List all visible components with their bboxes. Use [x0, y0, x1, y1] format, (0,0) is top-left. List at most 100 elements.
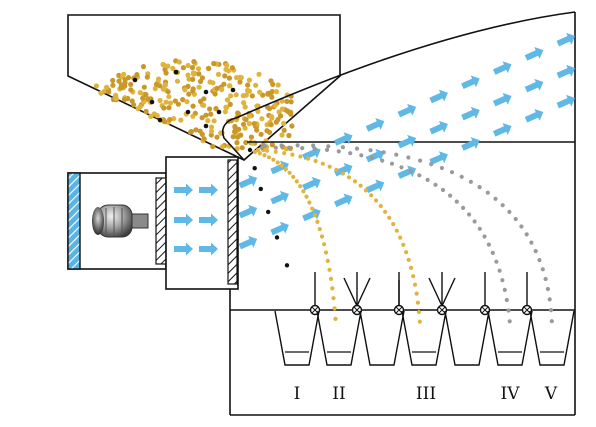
grain-dot — [264, 128, 270, 134]
grain-dot — [203, 112, 209, 118]
heavy-particle — [149, 99, 155, 105]
grain-dot — [240, 121, 247, 127]
grain-dot — [246, 121, 252, 127]
grain-dot — [212, 91, 218, 97]
grain-dot — [118, 85, 124, 91]
grain-trajectory-iii — [255, 147, 422, 324]
grain-dot — [227, 101, 233, 107]
grain-dot — [186, 91, 192, 97]
grain-dot — [288, 99, 294, 105]
grain-dot — [281, 127, 287, 133]
grain-dot — [189, 65, 196, 71]
grain-dot — [237, 79, 243, 85]
grain-dot — [284, 98, 290, 104]
grain-dot — [188, 129, 194, 135]
grain-dot — [207, 106, 213, 112]
grain-dot — [211, 118, 217, 124]
grain-dot — [222, 109, 228, 115]
motor-icon — [92, 204, 149, 238]
heavy-particle — [216, 109, 222, 115]
grain-dot — [185, 72, 191, 78]
grain-dot — [137, 90, 143, 96]
grain-dot — [279, 98, 285, 104]
grain-dot — [228, 93, 234, 99]
grain-dot — [268, 122, 274, 128]
grain-dot — [207, 79, 213, 85]
heavy-trajectory — [247, 147, 290, 268]
collection-funnel — [274, 310, 320, 366]
particle-trajectories — [247, 143, 554, 324]
grain-dot — [199, 115, 205, 121]
grain-dot — [268, 78, 274, 84]
bin-label-ii: II — [332, 384, 345, 404]
grain-dot — [165, 89, 171, 95]
grain-dot — [167, 117, 173, 123]
grain-dot — [222, 73, 228, 79]
air-flow-arrow-icon — [556, 64, 576, 79]
grain-dot — [144, 74, 150, 80]
air-flow-arrow-icon — [492, 61, 512, 75]
grain-dot — [275, 116, 281, 123]
air-flow-arrow-icon — [461, 75, 480, 90]
grain-dot — [256, 71, 262, 77]
grain-dot — [257, 89, 263, 95]
collection-funnel — [529, 310, 575, 366]
grain-dot — [110, 77, 116, 84]
heavy-particle — [157, 117, 163, 123]
grain-dot — [186, 76, 192, 82]
grain-dot — [206, 65, 212, 72]
air-flow-arrow-icon — [333, 193, 353, 208]
air-flow-arrow-icon — [333, 162, 353, 177]
grain-dot — [201, 136, 207, 142]
air-flow-arrow-icon — [492, 123, 512, 137]
grain-dot — [241, 100, 247, 106]
air-flow-arrow-icon — [174, 213, 193, 227]
grain-dot — [185, 62, 191, 69]
valve-icon — [521, 272, 533, 316]
air-flow-arrow-icon — [365, 148, 385, 163]
grain-dot — [180, 65, 186, 71]
grain-dot — [190, 76, 196, 82]
grain-dot — [279, 132, 285, 138]
air-flow-arrow-icon — [524, 47, 544, 61]
air-flow-arrow-icon — [199, 242, 218, 256]
air-flow-arrow-icon — [429, 89, 448, 104]
air-flow-arrow-icon — [270, 190, 289, 205]
grain-dot — [113, 94, 119, 100]
air-flow-arrow-icon — [365, 118, 385, 132]
grain-dot — [208, 128, 215, 134]
divider-flap — [441, 277, 456, 307]
grain-dot — [281, 120, 287, 126]
grain-dot — [288, 111, 294, 117]
grain-dot — [225, 97, 231, 103]
collection-funnel — [444, 310, 490, 366]
grain-dot — [122, 97, 128, 103]
air-flow-arrow-icon — [524, 78, 544, 93]
grain-dot — [196, 84, 202, 90]
grain-dot — [176, 59, 182, 65]
bin-label-iii: III — [416, 384, 436, 404]
grain-dot — [221, 81, 227, 87]
grain-dot — [215, 71, 222, 77]
grain-dot — [156, 76, 162, 82]
grain-dot — [137, 104, 143, 110]
bin-label-i: I — [294, 384, 301, 404]
grain-dot — [93, 83, 99, 89]
grain-dot — [140, 95, 146, 101]
air-flow-arrow-icon — [461, 137, 480, 151]
grain-dot — [167, 100, 174, 106]
air-flow-arrow-icon — [461, 106, 480, 121]
grain-dot — [248, 134, 254, 140]
grain-dot — [134, 72, 140, 78]
grain-dot — [166, 94, 172, 100]
grain-dot — [98, 90, 104, 96]
grain-dot — [227, 83, 233, 89]
collection-funnel — [359, 310, 405, 366]
grain-dot — [182, 87, 188, 93]
grain-dot — [191, 71, 197, 77]
divider-flap — [356, 277, 371, 307]
collection-funnel — [401, 310, 447, 366]
grain-dot — [229, 65, 235, 71]
grain-dot — [154, 113, 160, 119]
grain-dot — [235, 110, 241, 116]
